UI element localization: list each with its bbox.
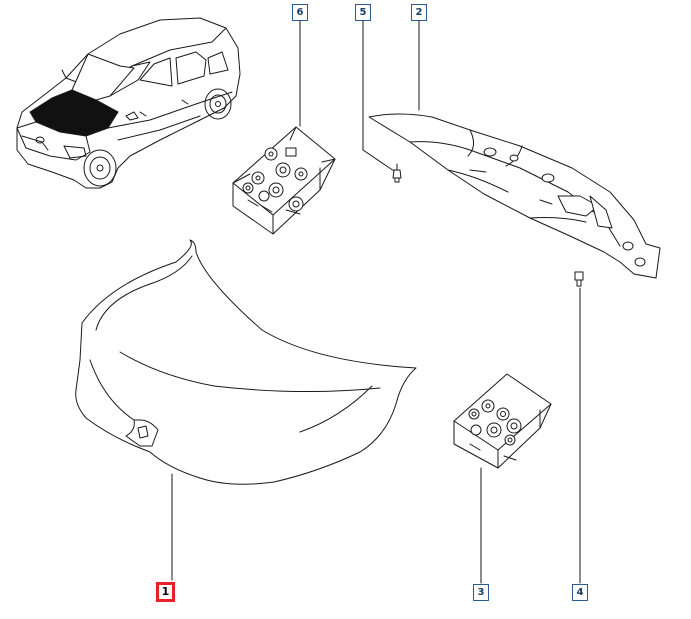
- callout-6[interactable]: 6: [292, 4, 308, 21]
- bonnet-frame-2-drawing: [368, 113, 661, 279]
- callout-3[interactable]: 3: [473, 584, 489, 601]
- leader-lines: [171, 19, 581, 584]
- bonnet-drawing: [75, 239, 417, 485]
- vehicle-thumbnail: [16, 17, 241, 189]
- clip-5-drawing: [392, 163, 402, 183]
- clip-4-drawing: [574, 271, 584, 287]
- fastener-kit-3-drawing: [453, 373, 552, 469]
- callout-1[interactable]: 1: [156, 582, 175, 602]
- fastener-kit-6-drawing: [232, 126, 336, 235]
- callout-4[interactable]: 4: [572, 584, 588, 601]
- callout-2[interactable]: 2: [411, 4, 427, 21]
- callout-5[interactable]: 5: [355, 4, 371, 21]
